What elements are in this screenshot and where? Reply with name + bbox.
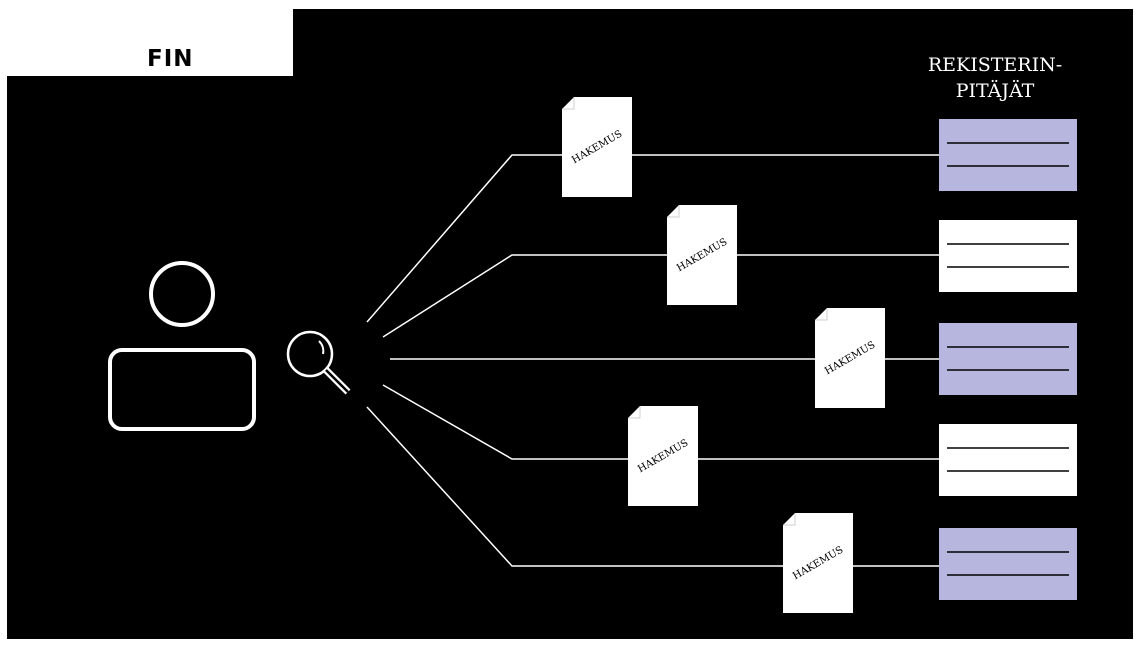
application-document: HAKEMUS <box>815 308 885 408</box>
register-icon <box>939 119 1077 191</box>
connection-line <box>366 154 939 323</box>
diagram-graphic: HAKEMUS HAKEMUS HAKEMUS HAKEMUS HAKEMUS <box>108 97 1077 613</box>
register-boxes <box>939 119 1077 600</box>
application-documents: HAKEMUS HAKEMUS HAKEMUS HAKEMUS HAKEMUS <box>562 97 885 613</box>
register-icon <box>939 323 1077 395</box>
register-box <box>939 528 1077 600</box>
registers-heading-line2: PITÄJÄT <box>955 80 1035 102</box>
logo-part-data: DATA <box>193 46 265 72</box>
connection-line <box>382 384 939 460</box>
connection-line <box>382 254 939 338</box>
document-fold <box>667 205 680 218</box>
application-document: HAKEMUS <box>628 406 698 506</box>
register-icon <box>939 220 1077 292</box>
document-icon <box>628 406 698 506</box>
document-icon <box>562 97 632 197</box>
application-document: HAKEMUS <box>562 97 632 197</box>
logo-part-fin: FIN <box>147 46 194 72</box>
person-icon <box>108 261 256 431</box>
document-icon <box>815 308 885 408</box>
registers-heading: REKISTERIN- PITÄJÄT <box>915 52 1075 104</box>
document-fold <box>628 406 641 419</box>
document-icon <box>783 513 853 613</box>
logo-area: FINDATA <box>7 9 293 76</box>
document-fold <box>562 97 575 110</box>
magnifier-icon <box>286 330 351 395</box>
document-fold <box>815 308 828 321</box>
document-fold <box>783 513 796 526</box>
document-icon <box>667 205 737 305</box>
application-document: HAKEMUS <box>783 513 853 613</box>
register-icon <box>939 424 1077 496</box>
registers-heading-line1: REKISTERIN- <box>927 54 1063 76</box>
register-box <box>939 424 1077 496</box>
register-icon <box>939 528 1077 600</box>
register-box <box>939 323 1077 395</box>
register-box <box>939 119 1077 191</box>
register-box <box>939 220 1077 292</box>
connection-lines <box>366 154 939 567</box>
application-document: HAKEMUS <box>667 205 737 305</box>
findata-logo: FINDATA <box>147 46 264 72</box>
